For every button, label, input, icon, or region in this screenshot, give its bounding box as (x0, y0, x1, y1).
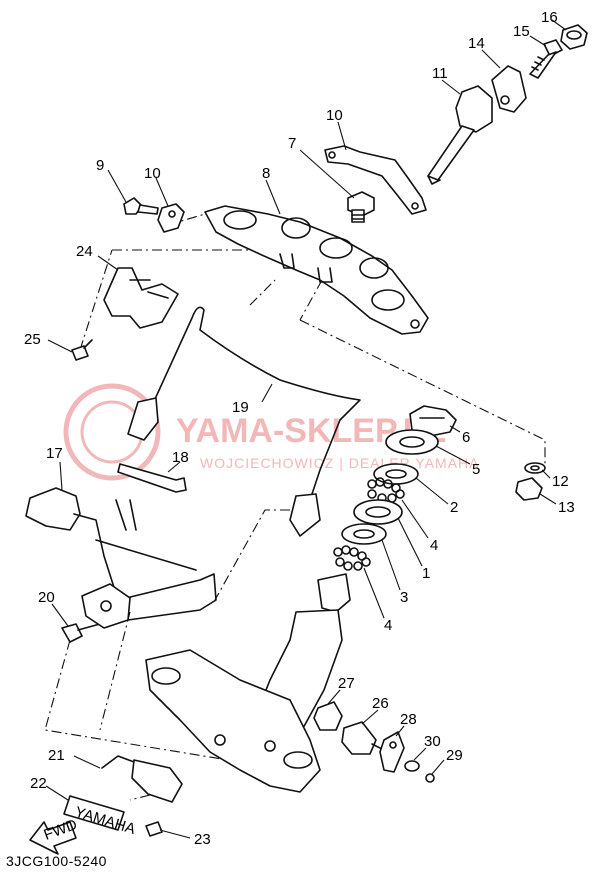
part-18-clamp (81, 583, 131, 629)
callout-29: 28 (400, 711, 417, 728)
callout-9: 9 (96, 157, 104, 174)
part-28-bushing (313, 701, 343, 731)
part-17-cap-nut (560, 24, 588, 50)
callout-30: 29 (446, 747, 463, 764)
callout-4-lower: 4 (384, 617, 392, 634)
callout-1: 1 (422, 565, 430, 582)
part-20-cable (127, 306, 361, 537)
part-29-plate (379, 731, 405, 773)
part-1-bearing-race (353, 499, 403, 525)
callout-16: 15 (513, 23, 530, 40)
callout-7: 7 (288, 135, 296, 152)
part-3-bearing-race (341, 523, 387, 545)
callout-19: 18 (172, 449, 189, 466)
callout-3: 3 (400, 589, 408, 606)
part-15-handlebar-holder-cap (491, 65, 527, 113)
callout-12: 11 (432, 65, 448, 82)
part-5-washer (385, 429, 439, 455)
part-26-screw (71, 339, 93, 361)
part-10-clip (157, 203, 185, 233)
watermark-subtitle: WOJCIECHOWICZ | DEALER YAMAHA (200, 455, 479, 471)
part-13-washer (524, 462, 546, 474)
callout-4-upper: 4 (430, 537, 438, 554)
callout-10: 10 (144, 165, 161, 182)
callout-23: 22 (30, 775, 47, 792)
callout-26: 25 (24, 331, 41, 348)
fwd-arrow-icon: FWD (29, 816, 80, 855)
callout-8: 8 (262, 165, 270, 182)
part-16-bolt (529, 39, 563, 79)
part-31-washer (404, 760, 420, 772)
callout-13: 12 (552, 473, 569, 490)
callout-28: 27 (338, 675, 355, 692)
watermark-logo (63, 383, 161, 481)
part-9-bolt (123, 197, 159, 215)
part-18-bracket (25, 487, 217, 621)
callout-21: 20 (38, 589, 55, 606)
callout-27: 26 (372, 695, 389, 712)
part-24-screw (145, 821, 163, 837)
part-22-clip (101, 755, 183, 803)
reference-code: 3JCG100-5240 (6, 853, 107, 869)
under-bracket-steering-stem (145, 573, 351, 793)
callout-18: 17 (46, 445, 63, 462)
leader-lines (45, 19, 567, 839)
part-21-bolt (61, 623, 101, 643)
part-27-damper (341, 721, 385, 755)
part-12-handlebar-holder (427, 85, 493, 185)
callout-22: 21 (48, 747, 65, 764)
callout-17: 16 (541, 9, 558, 26)
callout-2: 2 (450, 499, 458, 516)
callout-31: 30 (424, 733, 441, 750)
part-7-steering-stem-bolt (347, 191, 375, 223)
callout-5: 5 (472, 461, 480, 478)
part-4-ball-bearing-lower (333, 545, 371, 571)
part-8-upper-bracket (204, 205, 429, 335)
callout-11: 10 (326, 107, 343, 124)
part-14-nut (515, 477, 543, 501)
part-2-bearing-race (373, 463, 419, 485)
part-19-cable-tie (117, 463, 187, 493)
part-30-screw (425, 773, 435, 783)
callout-20: 19 (232, 399, 249, 416)
callout-25: 24 (76, 243, 93, 260)
callout-15: 14 (468, 35, 485, 52)
callouts: 16 15 14 11 10 7 8 9 10 24 25 6 5 12 13 … (24, 9, 575, 848)
callout-24: 23 (194, 831, 211, 848)
callout-6: 6 (462, 429, 470, 446)
part-11-bracket (324, 145, 427, 215)
part-25-bracket (103, 267, 179, 329)
callout-14: 13 (558, 499, 575, 516)
